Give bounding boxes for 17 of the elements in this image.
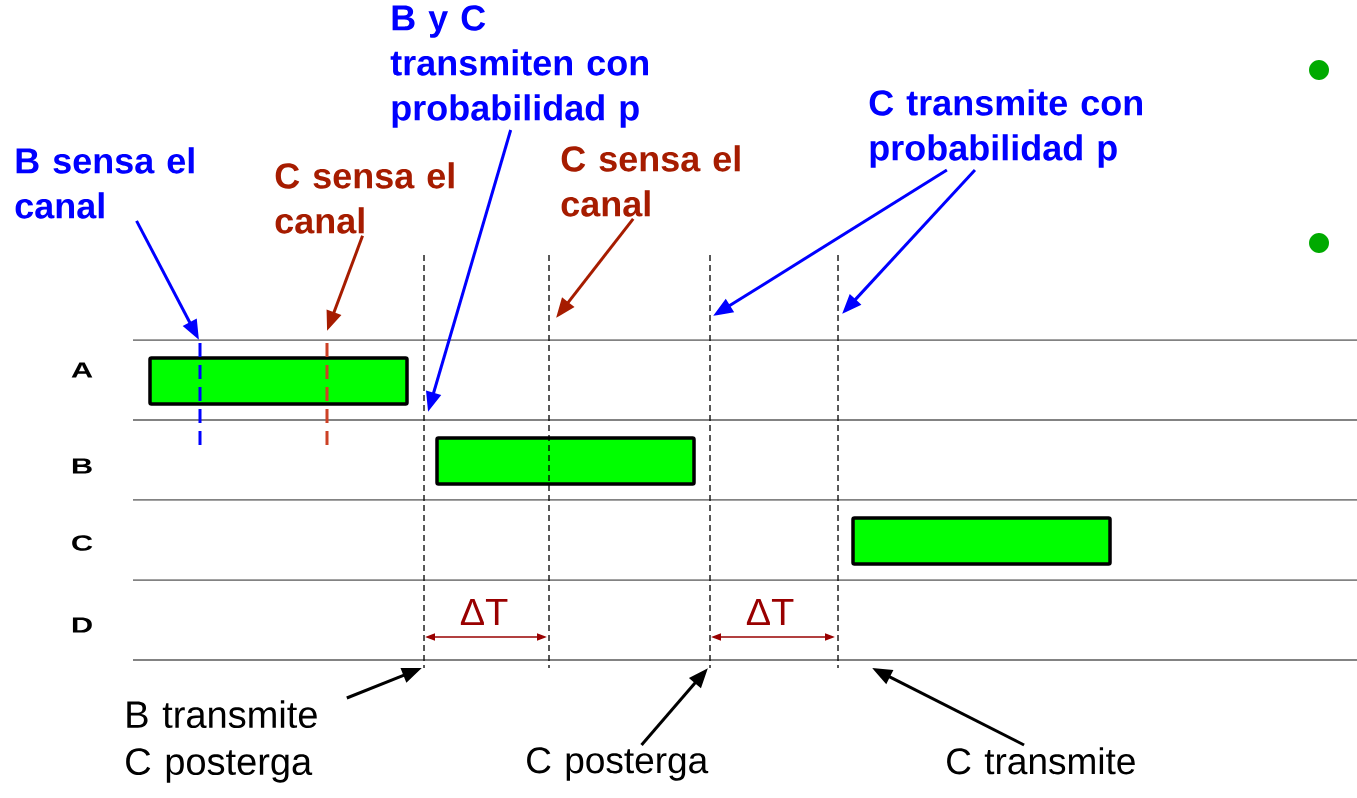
interval-label: ΔT: [746, 598, 794, 626]
row-label: D: [72, 617, 92, 633]
annotation-text: C sensa el canal: [275, 162, 454, 234]
transmission-bar: [148, 356, 409, 406]
transmission-bar: [435, 436, 696, 486]
row-label: B: [72, 458, 92, 474]
annotation-text: C sensa el canal: [561, 145, 740, 217]
annotation-text: B sensa el canal: [15, 147, 194, 219]
annotation-text: B transmite C posterga: [126, 700, 317, 783]
annotation-text: B y C transmiten con probabilidad p: [390, 5, 648, 128]
transmission-bar: [851, 516, 1112, 566]
annotation-text: C transmite: [947, 747, 1135, 775]
interval-label: ΔT: [460, 598, 508, 626]
row-label: A: [71, 362, 93, 378]
row-label: C: [72, 535, 93, 551]
annotation-text: C posterga: [527, 747, 709, 781]
annotation-text: C transmite con probabilidad p: [869, 89, 1142, 168]
